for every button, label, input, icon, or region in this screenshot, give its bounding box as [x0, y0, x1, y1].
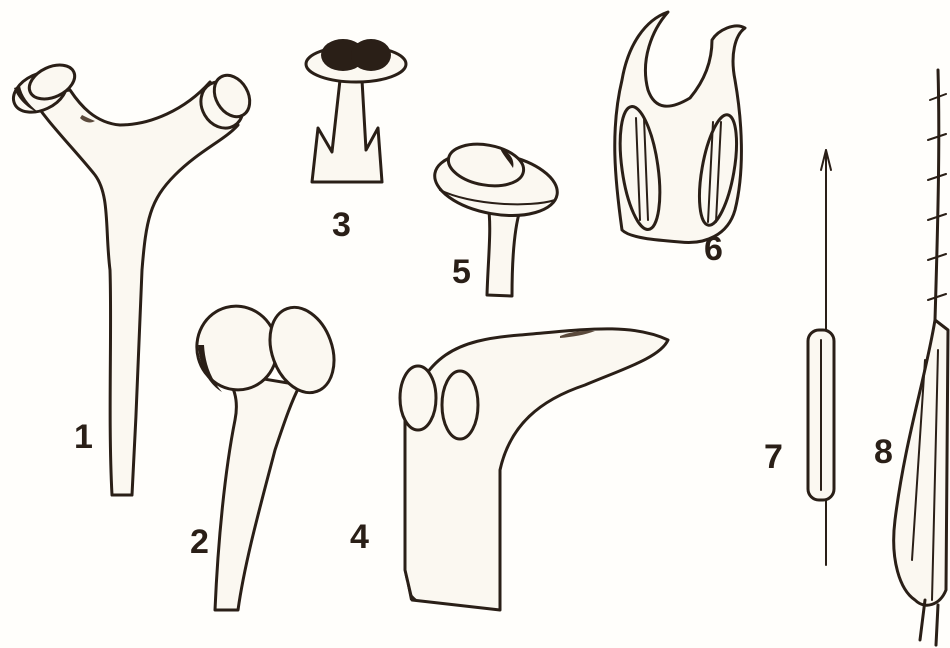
- figure-3-label: 3: [332, 208, 351, 242]
- figure-2-drawing: [187, 297, 345, 610]
- figure-8-label: 8: [874, 435, 893, 469]
- figure-8-drawing: [894, 70, 948, 645]
- figure-4-label: 4: [350, 520, 369, 554]
- figure-7-drawing: [808, 150, 834, 565]
- figure-1-label: 1: [74, 420, 93, 454]
- figure-2-label: 2: [190, 525, 209, 559]
- figure-7-label: 7: [764, 440, 783, 474]
- figure-5-label: 5: [452, 255, 471, 289]
- figure-1-drawing: [7, 58, 257, 495]
- figure-6-drawing: [614, 12, 745, 243]
- figure-3-drawing: [306, 39, 406, 182]
- figure-4-drawing: [400, 329, 668, 610]
- figure-6-label: 6: [704, 232, 723, 266]
- figure-5-drawing: [430, 139, 563, 296]
